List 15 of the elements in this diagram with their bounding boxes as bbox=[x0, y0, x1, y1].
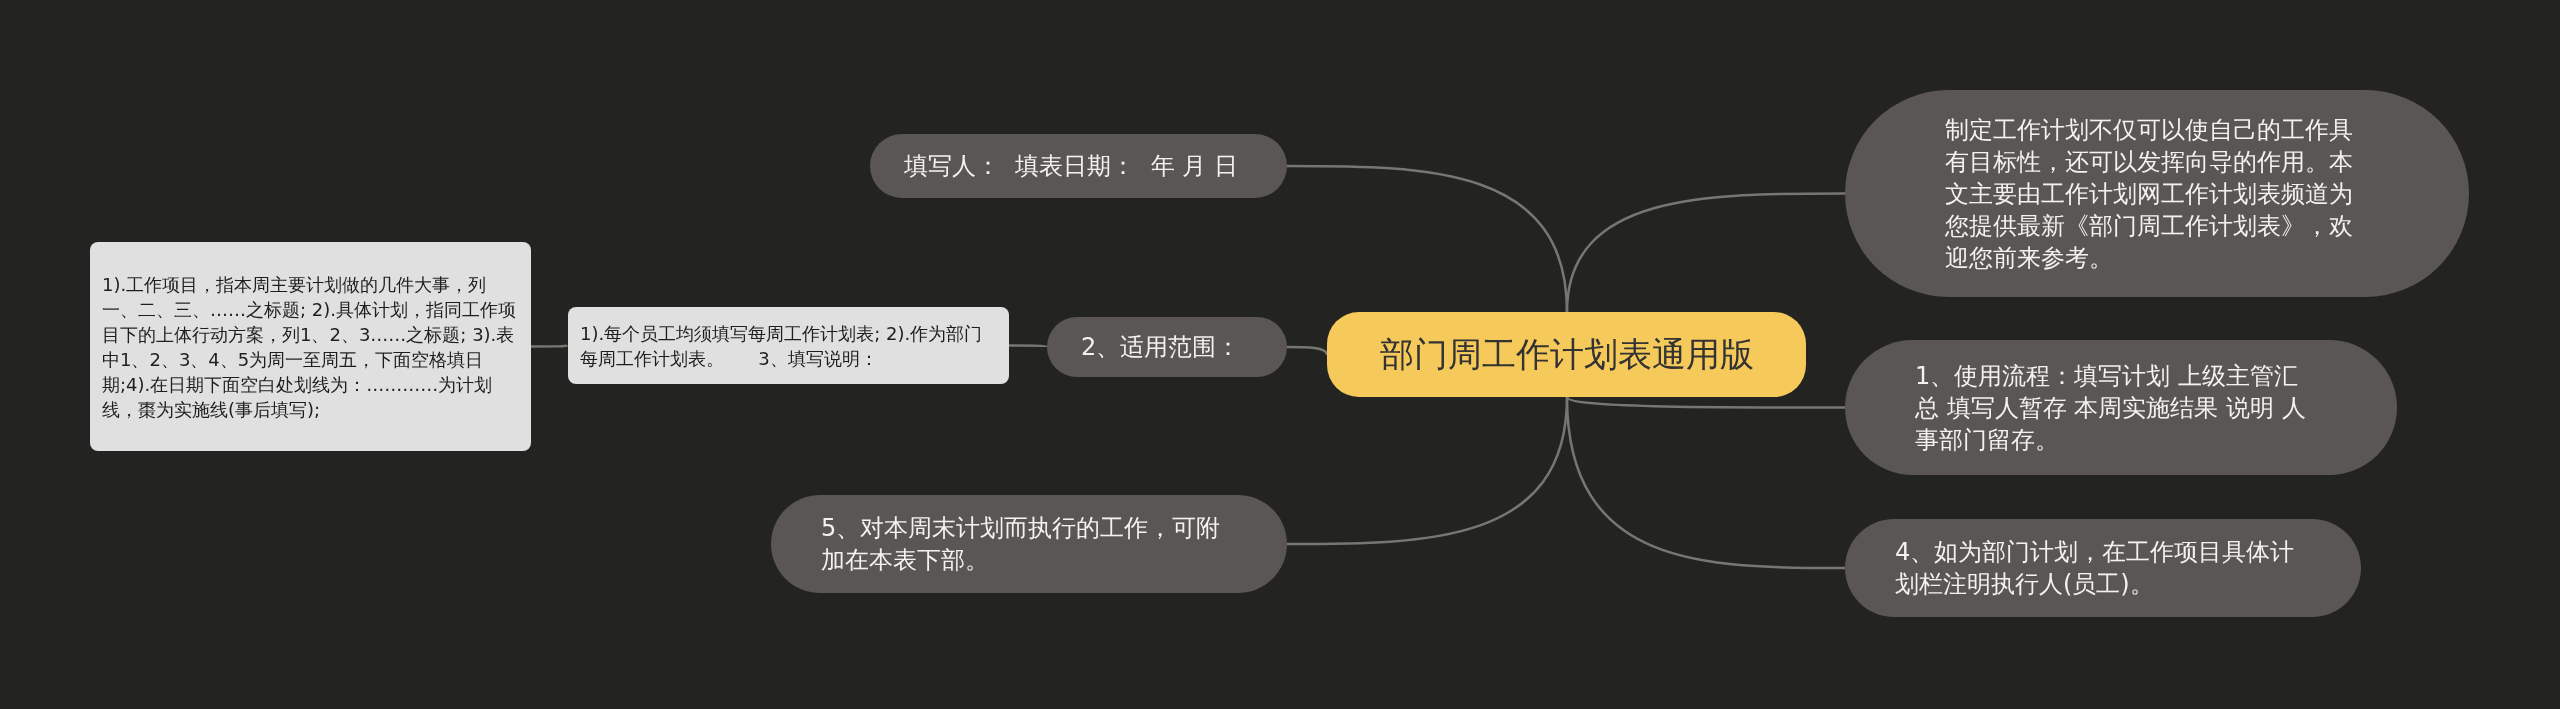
topic-box: 1、使用流程：填写计划 上级主管汇总 填写人暂存 本周实施结果 说明 人事部门留存。 bbox=[1845, 340, 2397, 475]
topic-box: 5、对本周末计划而执行的工作，可附加在本表下部。 bbox=[771, 495, 1287, 593]
topic-box: 2、适用范围： bbox=[1047, 317, 1287, 377]
connector-line bbox=[1566, 396, 1845, 409]
connector-line bbox=[1287, 345, 1329, 356]
note-box: 1).工作项目，指本周主要计划做的几件大事，列一、二、三、……之标题; 2).具体计划，指同工作项目下的上体行动方案，列1、2、3……之标题; 3).表中1、2、3、4、5为周一至周五，下面空格填日期;4).在日期下面空白处划线为：…………为计划线，棗为实施线(事后填写); bbox=[90, 242, 531, 451]
topic-box: 填写人： 填表日期： 年 月 日 bbox=[870, 134, 1287, 198]
connector-line bbox=[1565, 192, 1845, 313]
topic-box: 制定工作计划不仅可以使自己的工作具有目标性，还可以发挥向导的作用。本文主要由工作计划网工作计划表频道为您提供最新《部门周工作计划表》，欢迎您前来参考。 bbox=[1845, 90, 2469, 297]
topic-box: 4、如为部门计划，在工作项目具体计划栏注明执行人(员工)。 bbox=[1845, 519, 2361, 617]
connector-line bbox=[531, 344, 569, 348]
note-box: 1).每个员工均须填写每周工作计划表; 2).作为部门每周工作计划表。 3、填写说明： bbox=[568, 307, 1009, 384]
connector-line bbox=[1009, 344, 1048, 349]
connector-line bbox=[1565, 396, 1845, 570]
central-topic: 部门周工作计划表通用版 bbox=[1327, 312, 1806, 397]
